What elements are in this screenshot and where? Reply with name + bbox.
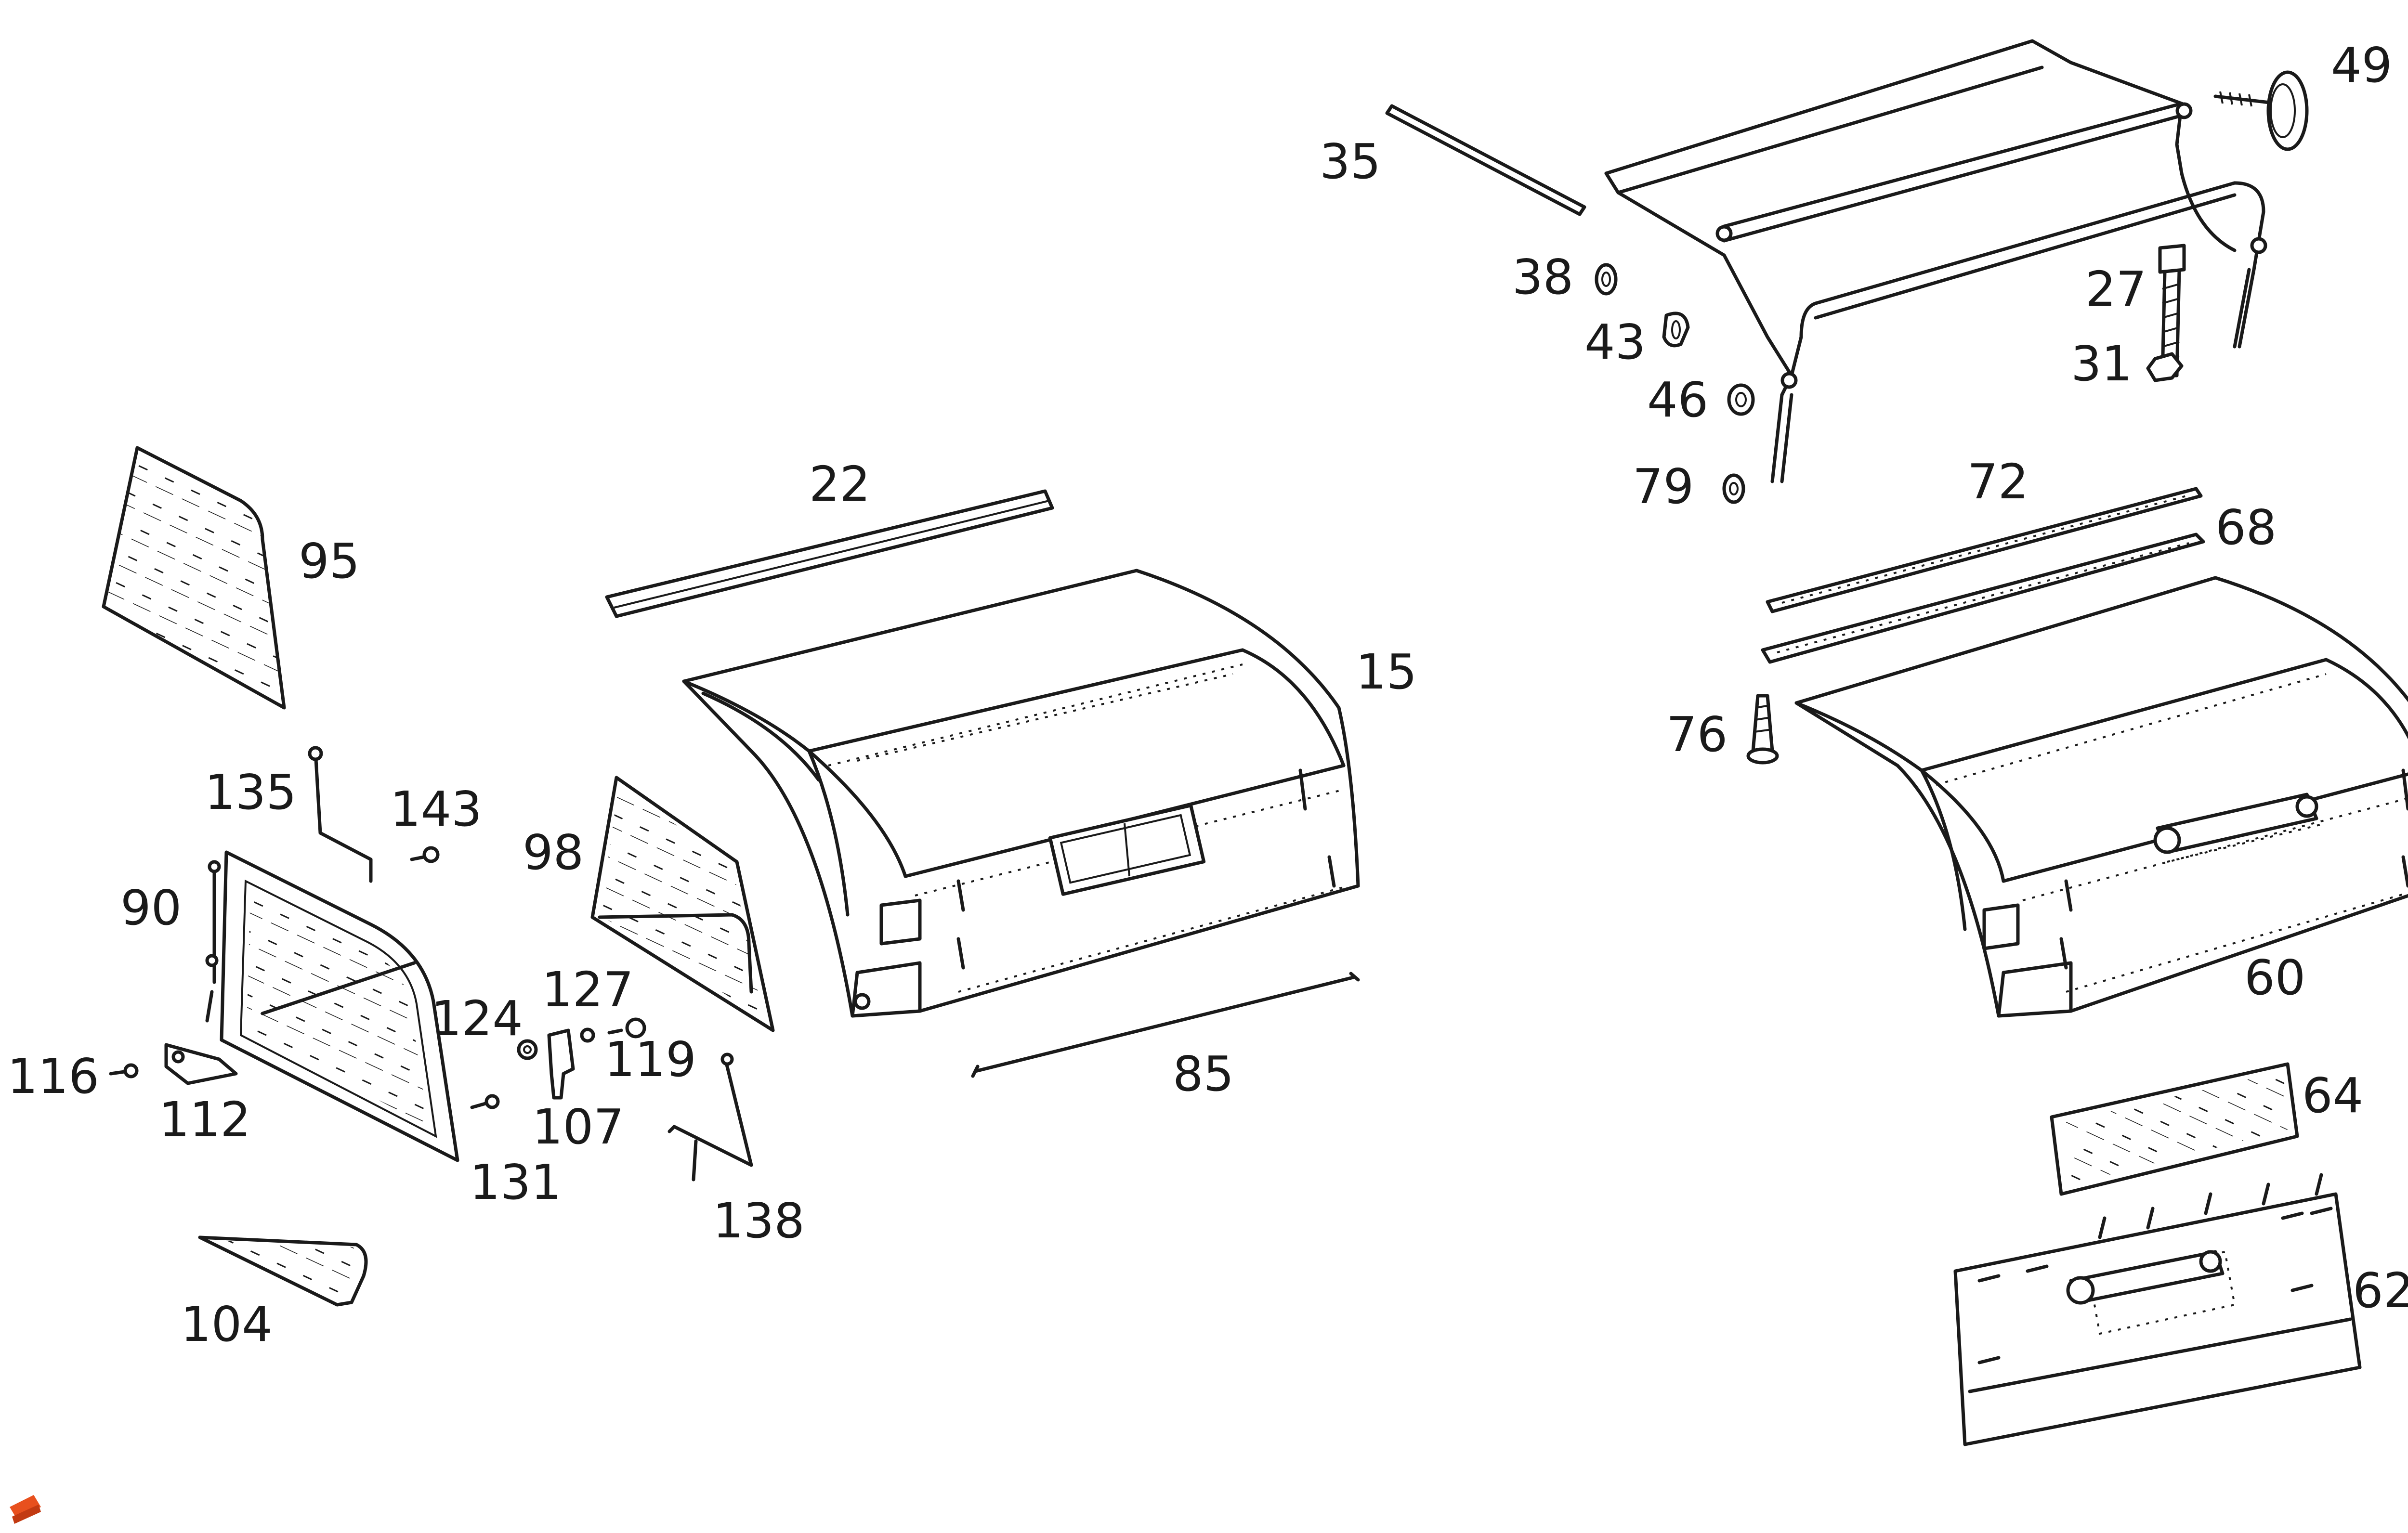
- label-95: 95: [299, 533, 360, 589]
- label-119: 119: [604, 1031, 696, 1088]
- label-112: 112: [159, 1091, 251, 1148]
- label-98: 98: [523, 824, 584, 881]
- part-49-knob: [2213, 70, 2309, 151]
- label-85: 85: [1173, 1046, 1234, 1102]
- label-60: 60: [2244, 949, 2305, 1006]
- label-143: 143: [390, 781, 482, 837]
- part-124-nut: [517, 1039, 538, 1060]
- label-124: 124: [431, 990, 523, 1047]
- frame-bows: [1604, 39, 2267, 483]
- label-43: 43: [1584, 314, 1646, 370]
- label-131: 131: [470, 1154, 562, 1210]
- part-22-seal-strip: [605, 489, 1054, 618]
- part-85-cable: [971, 972, 1360, 1078]
- label-35: 35: [1320, 133, 1381, 190]
- label-27: 27: [2085, 261, 2146, 317]
- part-131-screw: [470, 1094, 500, 1109]
- part-119-bolt: [607, 1017, 646, 1039]
- part-143-screw: [410, 846, 440, 863]
- label-68: 68: [2215, 499, 2277, 556]
- part-68-strip: [1761, 533, 2205, 664]
- part-35-strip: [1385, 104, 1586, 216]
- part-72-strip: [1766, 487, 2203, 613]
- part-79-clip: [1722, 473, 1745, 504]
- label-31: 31: [2071, 336, 2132, 392]
- part-15-soft-top: [682, 569, 1360, 1018]
- part-labels: 95 135 143 90 116 112 124 131 127 119 10…: [7, 37, 2408, 1352]
- part-107-striker: [547, 1028, 575, 1100]
- part-43-clip: [1662, 312, 1690, 348]
- brand-logo-icon: [10, 1495, 41, 1524]
- part-104-small-glass: [198, 1235, 368, 1307]
- part-112-latch: [164, 1043, 238, 1085]
- label-22: 22: [809, 456, 870, 512]
- part-31-nut: [2146, 352, 2184, 382]
- label-72: 72: [1967, 454, 2028, 510]
- part-60-soft-top: [1794, 576, 2408, 1018]
- label-90: 90: [120, 880, 182, 936]
- part-64-rear-glass: [2050, 1062, 2299, 1196]
- label-38: 38: [1512, 249, 1573, 305]
- label-107: 107: [532, 1099, 624, 1155]
- part-138-bracket: [667, 1052, 753, 1182]
- label-138: 138: [713, 1193, 805, 1249]
- label-62: 62: [2353, 1262, 2408, 1319]
- part-46-washer: [1727, 383, 1755, 416]
- part-98-quarter-window: [590, 776, 775, 1032]
- label-104: 104: [181, 1296, 273, 1352]
- part-76-fastener: [1746, 694, 1779, 765]
- part-116-screw: [109, 1063, 139, 1078]
- part-62-rear-panel: [1953, 1173, 2362, 1446]
- label-15: 15: [1356, 644, 1417, 700]
- label-64: 64: [2302, 1067, 2363, 1124]
- part-90-window-frame: [205, 850, 459, 1162]
- label-76: 76: [1666, 706, 1727, 763]
- label-79: 79: [1633, 458, 1694, 515]
- label-135: 135: [205, 764, 297, 820]
- label-116: 116: [7, 1048, 99, 1104]
- part-38-clip: [1595, 263, 1618, 296]
- label-127: 127: [542, 961, 634, 1018]
- part-127-washer: [580, 1027, 595, 1043]
- part-95-side-glass: [102, 446, 286, 710]
- label-46: 46: [1647, 372, 1708, 428]
- label-49: 49: [2331, 37, 2392, 93]
- part-135-bracket: [308, 746, 373, 883]
